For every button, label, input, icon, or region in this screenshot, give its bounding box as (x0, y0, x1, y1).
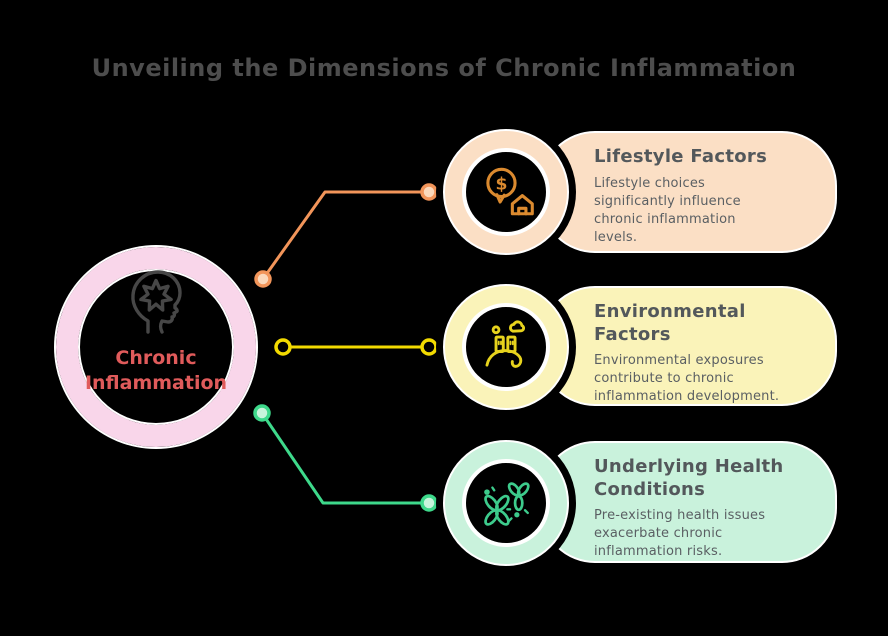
card-health-title: Underlying Health Conditions (594, 456, 784, 500)
badge-lifestyle: $ (443, 129, 569, 255)
connector-environmental (274, 338, 438, 356)
smoke-dot (491, 325, 501, 335)
card-lifestyle-description: Lifestyle choices significantly influenc… (594, 175, 741, 246)
house-door (517, 206, 528, 216)
dollar-bubble-circle (486, 167, 517, 199)
lifestyle-connector-dot-end (420, 183, 438, 201)
health-connector-line (260, 411, 431, 505)
head-profile-outline (131, 270, 182, 334)
lifestyle-connector-line (261, 190, 431, 281)
card-environmental-factors: Environmental Factors Environmental expo… (540, 286, 837, 406)
head-inflammation-icon (131, 270, 182, 334)
chimney-windows (497, 340, 514, 346)
bacteria-icon (484, 482, 530, 526)
bubble-tail (495, 193, 506, 204)
health-connector-dot-start (253, 404, 271, 422)
card-lifestyle-title: Lifestyle Factors (594, 146, 768, 167)
microbe-lobe (513, 494, 524, 512)
card-lifestyle-factors: Lifestyle Factors Lifestyle choices sign… (540, 131, 837, 253)
microbe-lobe (516, 482, 530, 497)
smoke-cloud (509, 320, 526, 333)
microbe-dot (484, 489, 490, 495)
factory-mound (485, 349, 523, 368)
microbe-lobe (495, 494, 510, 512)
connector-health (253, 404, 438, 512)
environmental-connector-dot-start (274, 338, 292, 356)
page-title: Unveiling the Dimensions of Chronic Infl… (91, 54, 797, 82)
card-environmental-description: Environmental exposures contribute to ch… (594, 353, 780, 405)
microbe-dot (514, 512, 520, 518)
badge-environmental (443, 284, 569, 410)
environmental-connector-dot-end (420, 338, 438, 356)
lifestyle-connector-dot-start (254, 270, 272, 288)
inflammation-starburst (139, 278, 173, 312)
money-house-icon: $ (486, 167, 534, 216)
card-health-description: Pre-existing health issues exacerbate ch… (594, 508, 766, 560)
dollar-sign: $ (495, 174, 507, 194)
factory-pollution-icon (485, 320, 526, 368)
connector-lifestyle (254, 183, 438, 288)
card-environmental-title: Environmental Factors (594, 301, 746, 345)
health-connector-dot-end (420, 494, 438, 512)
microbe-lobe (495, 509, 510, 526)
microbe-dashes (491, 486, 529, 523)
house-outline (510, 194, 534, 216)
hub-label: Chronic Inflammation (84, 347, 228, 395)
card-underlying-health-conditions: Underlying Health Conditions Pre-existin… (540, 441, 837, 563)
badge-health (443, 440, 569, 566)
